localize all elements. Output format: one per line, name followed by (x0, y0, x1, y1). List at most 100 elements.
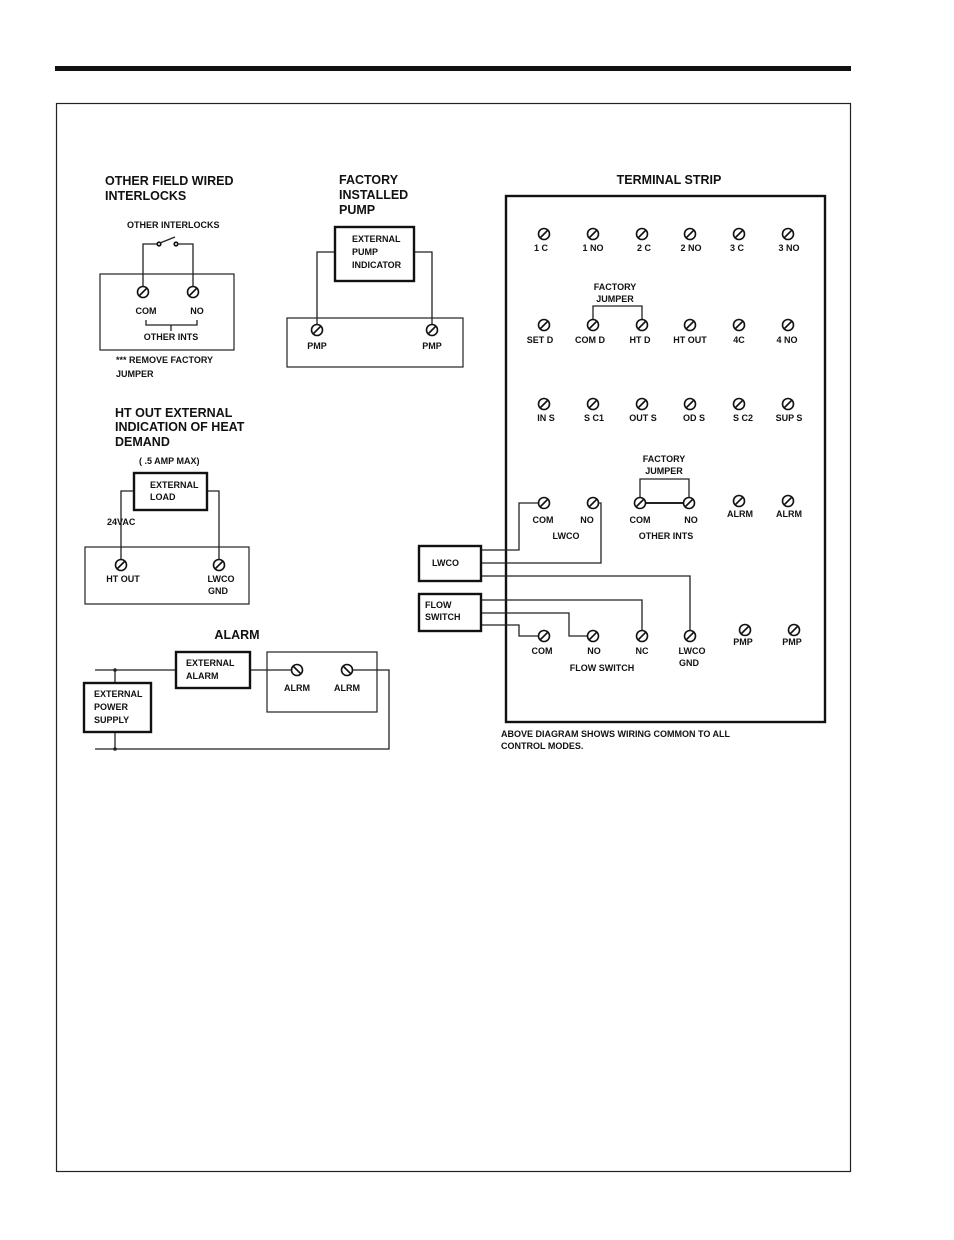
group-label: LWCO (553, 531, 580, 541)
wiring-note-line1: ABOVE DIAGRAM SHOWS WIRING COMMON TO ALL (501, 729, 730, 739)
terminal-label: NO (190, 306, 204, 316)
terminal-screw (635, 629, 649, 643)
terminal-label: ALRM (727, 509, 753, 519)
load-box-line1: EXTERNAL (150, 480, 199, 490)
terminal-screw (537, 318, 551, 332)
terminal-screw (781, 494, 795, 508)
factory-jumper-label-line1: FACTORY (643, 454, 686, 464)
power-box-line3: SUPPLY (94, 715, 129, 725)
terminal-label: OUT S (629, 413, 657, 423)
terminal-label: SUP S (776, 413, 803, 423)
htout-wire-right (207, 490, 220, 560)
flow-box-line2: SWITCH (425, 612, 461, 622)
terminal-screw (586, 397, 600, 411)
interlock-wire-left (142, 243, 158, 286)
terminal-screw (683, 629, 697, 643)
terminal-screw (635, 227, 649, 241)
terminal-label: GND (679, 658, 700, 668)
terminal-label: HT D (630, 335, 651, 345)
terminal-screw (340, 663, 354, 677)
pump-terminal-box (286, 317, 464, 368)
terminal-screw (290, 663, 304, 677)
terminal-label: S C1 (584, 413, 604, 423)
pump-wire-right (414, 251, 433, 324)
terminal-label: LWCO (208, 574, 235, 584)
alarm-box-line1: EXTERNAL (186, 658, 235, 668)
terminal-screw (732, 397, 746, 411)
terminal-screw (738, 623, 752, 637)
alarm-title: ALARM (214, 628, 259, 642)
group-label: OTHER INTS (144, 332, 199, 342)
terminal-screw (586, 496, 600, 510)
pump-title-line1: FACTORY (339, 173, 399, 187)
terminal-screw (586, 318, 600, 332)
external-alarm-box (174, 650, 252, 690)
htout-wire-left (120, 490, 134, 560)
factory-jumper-label-line2: JUMPER (645, 466, 683, 476)
terminal-label: PMP (307, 341, 327, 351)
terminal-label: COM (533, 515, 554, 525)
terminal-screw (633, 496, 647, 510)
wiring-note-line2: CONTROL MODES. (501, 741, 583, 751)
terminal-label: NO (684, 515, 698, 525)
terminal-screw (136, 285, 150, 299)
terminal-label: ALRM (284, 683, 310, 693)
terminal-screw (537, 629, 551, 643)
htout-title-line1: HT OUT EXTERNAL (115, 406, 233, 420)
terminal-label: 1 NO (582, 243, 603, 253)
terminal-screw (310, 323, 324, 337)
interlocks-section: OTHER FIELD WIRED INTERLOCKS OTHER INTER… (99, 174, 235, 379)
terminal-label: NO (587, 646, 601, 656)
terminal-screw (635, 318, 649, 332)
terminal-label: COM (532, 646, 553, 656)
terminal-label: 2 NO (680, 243, 701, 253)
remove-jumper-note-line1: *** REMOVE FACTORY (116, 355, 213, 365)
terminal-screw (781, 318, 795, 332)
alarm-terminal-box (266, 651, 378, 713)
terminal-screw (114, 558, 128, 572)
terminal-label: HT OUT (106, 574, 140, 584)
pump-box-line2: PUMP (352, 247, 378, 257)
factory-jumper-label-line2: JUMPER (596, 294, 634, 304)
pump-title-line3: PUMP (339, 203, 375, 217)
flow-no-wire (481, 612, 588, 637)
terminal-screw (212, 558, 226, 572)
lwco-com-wire (481, 502, 538, 551)
terminal-label: 3 NO (778, 243, 799, 253)
terminal-label: PMP (733, 637, 753, 647)
pump-section: FACTORY INSTALLED PUMP EXTERNAL PUMP IND… (286, 173, 464, 368)
terminal-screw (732, 494, 746, 508)
terminal-screw (732, 227, 746, 241)
lwco-box (417, 544, 483, 583)
terminal-label: COM D (575, 335, 605, 345)
terminal-screw (781, 227, 795, 241)
terminal-screw (787, 623, 801, 637)
terminal-label: 4C (733, 335, 745, 345)
terminal-label: 1 C (534, 243, 549, 253)
terminal-label: 3 C (730, 243, 745, 253)
other-interlocks-label: OTHER INTERLOCKS (127, 220, 220, 230)
terminal-screw (683, 318, 697, 332)
terminal-label: ALRM (334, 683, 360, 693)
interlocks-title-line1: OTHER FIELD WIRED (105, 174, 233, 188)
terminal-label: PMP (782, 637, 802, 647)
terminal-screw (186, 285, 200, 299)
terminal-strip-title: TERMINAL STRIP (617, 173, 722, 187)
top-rule (55, 66, 851, 71)
terminal-screw (425, 323, 439, 337)
htout-title-line2: INDICATION OF HEAT (115, 420, 245, 434)
pump-box-line3: INDICATOR (352, 260, 402, 270)
voltage-label: 24VAC (107, 517, 136, 527)
terminal-label: HT OUT (673, 335, 707, 345)
terminal-label: 2 C (637, 243, 652, 253)
terminal-screw (537, 397, 551, 411)
pump-wire-left (316, 251, 335, 324)
terminal-screw (586, 227, 600, 241)
lwco-box-label: LWCO (432, 558, 459, 568)
terminal-screw (781, 397, 795, 411)
terminal-label: 4 NO (776, 335, 797, 345)
alarm-wire-bottom (95, 669, 390, 750)
interlock-wire-right (177, 243, 194, 286)
